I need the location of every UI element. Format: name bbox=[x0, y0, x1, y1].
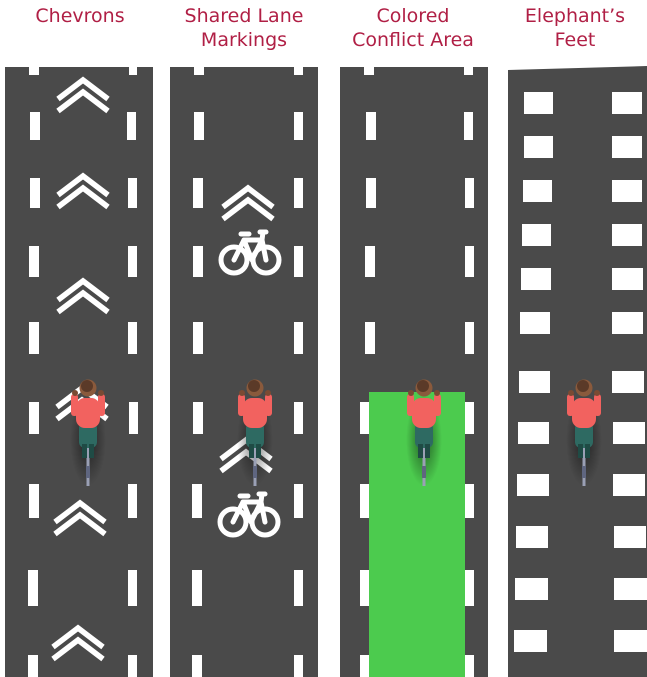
label-shared-lane-markings: Shared Lane Markings bbox=[164, 4, 324, 64]
label-line: Elephant’s bbox=[524, 5, 626, 27]
label-elephants-feet: Elephant’s Feet bbox=[503, 4, 647, 64]
cyclist-icon bbox=[566, 379, 602, 486]
lane-dashes bbox=[360, 67, 474, 677]
label-chevrons: Chevrons bbox=[0, 4, 160, 64]
label-line: Chevrons bbox=[35, 5, 125, 27]
label-line: Shared Lane bbox=[184, 5, 304, 27]
label-line: Colored bbox=[376, 5, 450, 27]
cyclist-icon bbox=[70, 379, 106, 486]
panel-elephants-feet bbox=[508, 66, 647, 677]
lane-dashes bbox=[28, 67, 138, 677]
cyclist-icon bbox=[237, 379, 273, 486]
panel-colored-conflict-area bbox=[340, 67, 488, 677]
panel-shared-lane-markings bbox=[170, 67, 318, 677]
elephants-feet-markings bbox=[514, 92, 647, 652]
label-line: Feet bbox=[554, 29, 596, 51]
lane-dashes bbox=[192, 67, 303, 677]
label-line: Conflict Area bbox=[352, 29, 474, 51]
road-surface bbox=[508, 66, 647, 677]
label-line: Markings bbox=[200, 29, 288, 51]
panel-chevrons bbox=[5, 67, 153, 677]
cyclist-icon bbox=[406, 379, 442, 486]
label-colored-conflict-area: Colored Conflict Area bbox=[330, 4, 496, 64]
